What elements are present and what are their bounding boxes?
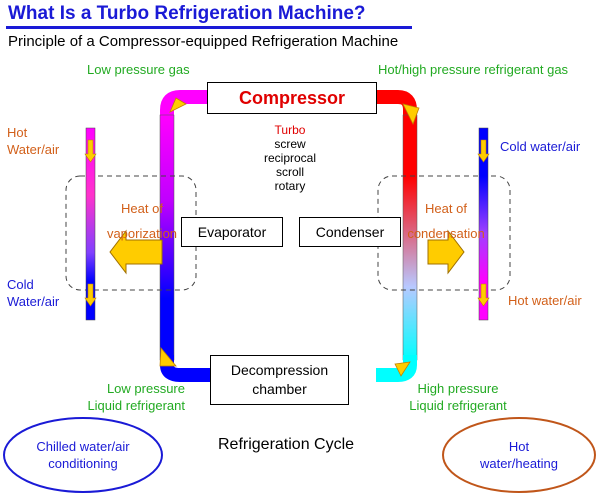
cold-water-air-left-label: Cold Water/air xyxy=(7,276,59,310)
low-pressure-liquid-line1: Low pressure xyxy=(106,381,185,396)
decompression-label-line2: chamber xyxy=(252,381,307,397)
heat-vaporization-line1: Heat of xyxy=(121,201,163,216)
high-pressure-liquid-label: High pressure Liquid refrigerant xyxy=(398,380,518,414)
chilled-water-ellipse xyxy=(3,417,163,493)
hot-water-ellipse xyxy=(442,417,596,493)
cold-water-air-right-label: Cold water/air xyxy=(500,139,581,154)
hot-water-line1: Hot xyxy=(508,439,530,454)
chilled-water-line1: Chilled water/air xyxy=(36,439,130,454)
hot-water-application: Hot water/heating xyxy=(446,430,592,480)
low-pressure-liquid-line2: Liquid refrigerant xyxy=(87,398,185,413)
heat-condensation-line1: Heat of xyxy=(425,201,467,216)
condenser-box: Condenser xyxy=(299,217,401,247)
compressor-type-item: reciprocal xyxy=(263,151,317,165)
left-water-strip xyxy=(85,127,96,321)
compressor-label: Compressor xyxy=(238,87,346,108)
decompression-chamber-box: Decompression chamber xyxy=(210,355,349,405)
title-underline xyxy=(6,26,412,29)
low-pressure-liquid-label: Low pressure Liquid refrigerant xyxy=(70,380,185,414)
hot-water-left-line1: Hot xyxy=(7,125,28,140)
high-pressure-liquid-line2: Liquid refrigerant xyxy=(409,398,507,413)
heat-vaporization-line2: vaporization xyxy=(106,226,178,241)
compressor-types-list: Turbo screw reciprocal scroll rotary xyxy=(240,123,340,193)
hot-water-air-right-label: Hot water/air xyxy=(508,293,582,308)
page-title: What Is a Turbo Refrigeration Machine? xyxy=(8,3,366,24)
hot-water-line2: water/heating xyxy=(479,456,559,471)
evaporator-label: Evaporator xyxy=(197,224,267,240)
evaporator-box: Evaporator xyxy=(181,217,283,247)
condenser-label: Condenser xyxy=(315,224,385,240)
chilled-water-application: Chilled water/air conditioning xyxy=(10,430,156,480)
hot-water-air-left-label: Hot Water/air xyxy=(7,124,59,158)
decompression-label-line1: Decompression xyxy=(230,362,329,378)
refrigeration-cycle-label: Refrigeration Cycle xyxy=(218,436,355,453)
heat-condensation-line2: condensation xyxy=(407,226,485,241)
compressor-type-item: Turbo xyxy=(274,123,306,137)
hot-water-left-line2: Water/air xyxy=(7,142,60,157)
chilled-water-line2: conditioning xyxy=(48,456,118,471)
cold-water-left-line1: Cold xyxy=(7,277,34,292)
low-pressure-gas-label: Low pressure gas xyxy=(87,62,190,77)
heat-condensation-arrow xyxy=(427,229,465,275)
heat-vaporization-arrow xyxy=(109,229,163,275)
compressor-box: Compressor xyxy=(207,82,377,114)
heat-of-vaporization-label: Heat of vaporization xyxy=(92,196,192,246)
high-pressure-liquid-line1: High pressure xyxy=(417,381,499,396)
right-water-strip xyxy=(478,127,489,321)
compressor-type-item: screw xyxy=(274,137,306,151)
heat-of-condensation-label: Heat of condensation xyxy=(396,196,496,246)
flow-arrows xyxy=(159,97,420,377)
cold-water-left-line2: Water/air xyxy=(7,294,60,309)
compressor-type-item: rotary xyxy=(274,179,306,193)
hot-high-pressure-gas-label: Hot/high pressure refrigerant gas xyxy=(378,62,569,77)
compressor-type-item: scroll xyxy=(275,165,304,179)
page-subtitle: Principle of a Compressor-equipped Refri… xyxy=(8,33,399,50)
